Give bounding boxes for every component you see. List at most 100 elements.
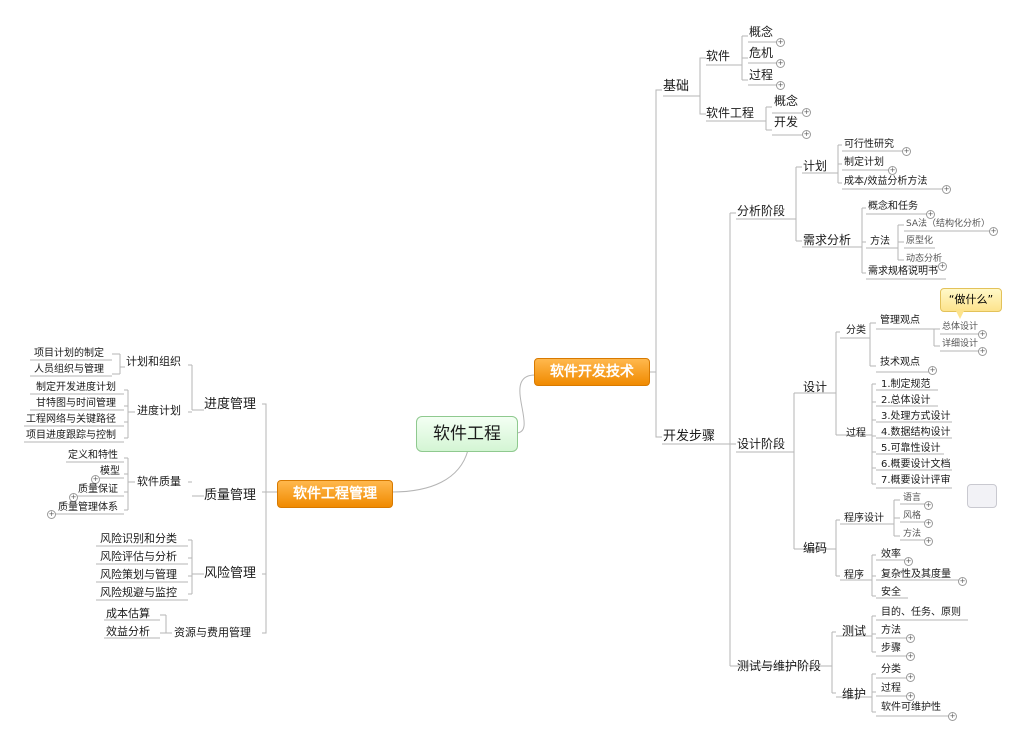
node-method[interactable]: 方法 (903, 529, 922, 539)
node-model[interactable]: 模型 (100, 466, 120, 477)
node-process-step-1[interactable]: 1.制定规范 (881, 379, 931, 390)
node-maint-process[interactable]: 过程 (881, 683, 901, 694)
node-plan[interactable]: 计划 (803, 159, 828, 173)
expand-icon[interactable]: + (47, 510, 56, 519)
expand-icon[interactable]: + (926, 210, 935, 219)
expand-icon[interactable]: + (978, 347, 987, 356)
node-maintainability[interactable]: 软件可维护性 (881, 702, 941, 713)
node-software-process[interactable]: 过程 (749, 68, 774, 82)
node-detailed-design[interactable]: 详细设计 (942, 339, 979, 349)
node-language[interactable]: 语言 (903, 493, 922, 503)
node-se-development[interactable]: 开发 (774, 115, 799, 129)
expand-icon[interactable]: + (776, 59, 785, 68)
node-requirements[interactable]: 需求分析 (803, 233, 852, 247)
node-design-process[interactable]: 过程 (846, 428, 866, 439)
expand-icon[interactable]: + (924, 519, 933, 528)
expand-icon[interactable]: + (904, 557, 913, 566)
node-req-concept[interactable]: 概念和任务 (868, 201, 918, 212)
expand-icon[interactable]: + (924, 501, 933, 510)
expand-icon[interactable]: + (906, 652, 915, 661)
expand-icon[interactable]: + (958, 577, 967, 586)
node-mgmt-view[interactable]: 管理观点 (880, 315, 920, 326)
topic-software-eng-mgmt[interactable]: 软件工程管理 (277, 480, 393, 508)
node-process-step-7[interactable]: 7.概要设计评审 (881, 475, 951, 486)
node-tech-view[interactable]: 技术观点 (880, 357, 920, 368)
expand-icon[interactable]: + (902, 147, 911, 156)
node-design[interactable]: 设计 (803, 380, 828, 394)
node-coding[interactable]: 编码 (803, 541, 828, 555)
expand-icon[interactable]: + (989, 227, 998, 236)
expand-icon[interactable]: + (776, 81, 785, 90)
node-basics[interactable]: 基础 (663, 79, 690, 94)
node-efficiency[interactable]: 效率 (881, 549, 901, 560)
node-staff-org[interactable]: 人员组织与管理 (34, 364, 104, 375)
topic-software-dev-tech[interactable]: 软件开发技术 (534, 358, 650, 386)
node-risk-identify[interactable]: 风险识别和分类 (100, 532, 177, 545)
node-process-step-3[interactable]: 3.处理方式设计 (881, 411, 951, 422)
node-program-design[interactable]: 程序设计 (844, 513, 884, 524)
node-dev-steps[interactable]: 开发步骤 (663, 429, 716, 444)
expand-icon[interactable]: + (906, 692, 915, 701)
node-benefit-analysis[interactable]: 效益分析 (106, 625, 150, 638)
callout-what-to-do[interactable]: “做什么” (940, 288, 1002, 312)
node-resource-cost[interactable]: 资源与费用管理 (174, 626, 251, 639)
node-category[interactable]: 分类 (846, 325, 866, 336)
node-security[interactable]: 安全 (881, 587, 901, 598)
node-schedule-mgmt[interactable]: 进度管理 (204, 397, 257, 412)
expand-icon[interactable]: + (938, 262, 947, 271)
node-project-plan[interactable]: 项目计划的制定 (34, 348, 104, 359)
node-software-engineering[interactable]: 软件工程 (706, 106, 755, 120)
node-testing[interactable]: 测试 (842, 624, 867, 638)
expand-icon[interactable]: + (924, 537, 933, 546)
node-style[interactable]: 风格 (903, 511, 922, 521)
node-test-method[interactable]: 方法 (881, 625, 901, 636)
node-progress-tracking[interactable]: 项目进度跟踪与控制 (26, 430, 116, 441)
node-se-concept[interactable]: 概念 (774, 94, 799, 108)
expand-icon[interactable]: + (888, 166, 897, 175)
node-design-phase[interactable]: 设计阶段 (737, 437, 786, 451)
expand-icon[interactable]: + (69, 493, 78, 502)
expand-icon[interactable]: + (802, 108, 811, 117)
node-feasibility[interactable]: 可行性研究 (844, 139, 894, 150)
node-software-concept[interactable]: 概念 (749, 25, 774, 39)
expand-icon[interactable]: + (978, 330, 987, 339)
node-process-step-6[interactable]: 6.概要设计文档 (881, 459, 951, 470)
expand-icon[interactable]: + (802, 130, 811, 139)
node-process-step-5[interactable]: 5.可靠性设计 (881, 443, 941, 454)
node-req-spec[interactable]: 需求规格说明书 (868, 266, 938, 277)
node-process-step-2[interactable]: 2.总体设计 (881, 395, 931, 406)
node-critical-path[interactable]: 工程网络与关键路径 (26, 414, 116, 425)
node-maint-category[interactable]: 分类 (881, 664, 901, 675)
node-cost-benefit[interactable]: 成本/效益分析方法 (844, 176, 928, 187)
root-topic[interactable]: 软件工程 (416, 416, 518, 452)
expand-icon[interactable]: + (91, 475, 100, 484)
expand-icon[interactable]: + (928, 366, 937, 375)
node-quality-mgmt[interactable]: 质量管理 (204, 488, 257, 503)
node-process-step-4[interactable]: 4.数据结构设计 (881, 427, 951, 438)
node-test-purpose[interactable]: 目的、任务、原则 (881, 607, 961, 618)
node-complexity[interactable]: 复杂性及其度量 (881, 569, 951, 580)
node-qa[interactable]: 质量保证 (78, 484, 118, 495)
node-software[interactable]: 软件 (706, 49, 731, 63)
expand-icon[interactable]: + (776, 38, 785, 47)
expand-icon[interactable]: + (906, 673, 915, 682)
node-plan-org[interactable]: 计划和组织 (126, 355, 181, 368)
node-test-steps[interactable]: 步骤 (881, 643, 901, 654)
node-software-crisis[interactable]: 危机 (749, 46, 774, 60)
node-sa-method[interactable]: SA法（结构化分析） (906, 219, 991, 229)
node-test-maint-phase[interactable]: 测试与维护阶段 (737, 659, 822, 673)
empty-floating-topic[interactable] (967, 484, 997, 508)
node-schedule-plan[interactable]: 进度计划 (137, 404, 181, 417)
node-analysis-phase[interactable]: 分析阶段 (737, 204, 786, 218)
node-make-plan[interactable]: 制定计划 (844, 157, 884, 168)
node-definition[interactable]: 定义和特性 (68, 450, 118, 461)
node-risk-mgmt[interactable]: 风险管理 (204, 566, 257, 581)
node-req-method[interactable]: 方法 (870, 236, 890, 247)
node-gantt[interactable]: 甘特图与时间管理 (36, 398, 116, 409)
node-risk-avoid[interactable]: 风险规避与监控 (100, 586, 177, 599)
node-dynamic-analysis[interactable]: 动态分析 (906, 254, 943, 264)
node-risk-plan[interactable]: 风险策划与管理 (100, 568, 177, 581)
expand-icon[interactable]: + (906, 634, 915, 643)
node-overall-design[interactable]: 总体设计 (942, 322, 979, 332)
node-maintenance[interactable]: 维护 (842, 687, 867, 701)
